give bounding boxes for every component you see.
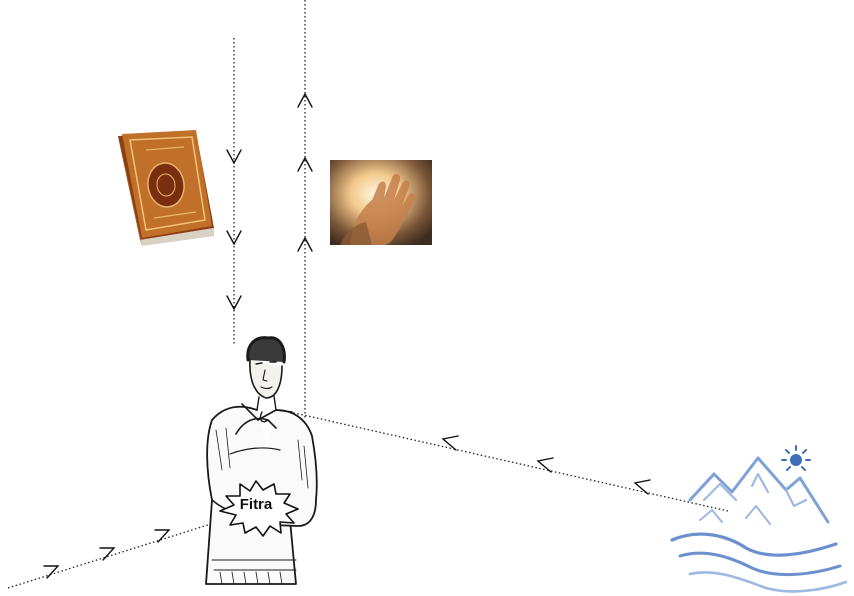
flow-lines: [8, 0, 728, 588]
lower-left-line: [8, 518, 230, 588]
right-arrow-icon: [100, 548, 114, 560]
left-arrow-icon: [538, 458, 553, 472]
right-arrow-icon: [44, 566, 58, 578]
person-figure: [206, 338, 317, 584]
right-arrow-icon: [155, 530, 169, 542]
fitra-label: Fitra: [226, 496, 286, 513]
sun-icon: [782, 446, 810, 470]
praying-hand-photo: [330, 160, 432, 245]
mountain-river-icon: [672, 446, 846, 591]
left-arrow-icon: [635, 480, 650, 494]
down-arrow-icon: [227, 150, 241, 163]
book-icon: [118, 130, 214, 246]
nature-line: [290, 412, 728, 511]
